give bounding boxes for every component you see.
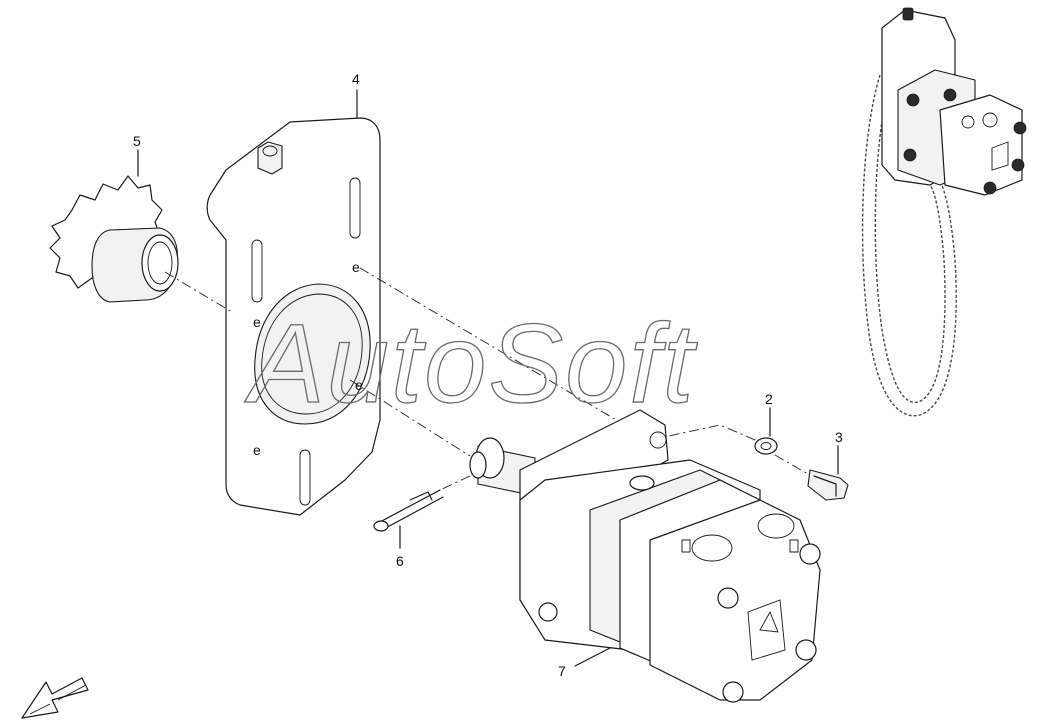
callout-4: 4 bbox=[352, 71, 360, 87]
direction-arrow-icon bbox=[21, 677, 89, 719]
mount-hole-mark-2: e bbox=[352, 259, 360, 275]
callout-2: 2 bbox=[765, 391, 773, 407]
mounting-plate-part-4: e e e e bbox=[206, 117, 381, 516]
callout-7: 7 bbox=[558, 663, 566, 679]
mount-hole-mark-1: e bbox=[253, 314, 261, 330]
hydraulic-motor-part-7 bbox=[469, 409, 821, 703]
callout-6: 6 bbox=[396, 553, 404, 569]
mount-hole-mark-3: e bbox=[253, 442, 261, 458]
callout-leaders bbox=[137, 89, 839, 667]
bolt-part-3 bbox=[807, 469, 849, 501]
assembly-overview-inset bbox=[861, 7, 1027, 417]
washer-part-2 bbox=[754, 437, 778, 455]
callout-3: 3 bbox=[835, 429, 843, 445]
sprocket-part-5 bbox=[49, 175, 179, 303]
alignment-lines bbox=[164, 267, 816, 491]
mount-hole-mark-4: e bbox=[355, 377, 363, 393]
watermark-text: AutoSoft bbox=[244, 301, 698, 426]
callout-5: 5 bbox=[133, 133, 141, 149]
cotter-pin-part-6 bbox=[373, 489, 444, 532]
